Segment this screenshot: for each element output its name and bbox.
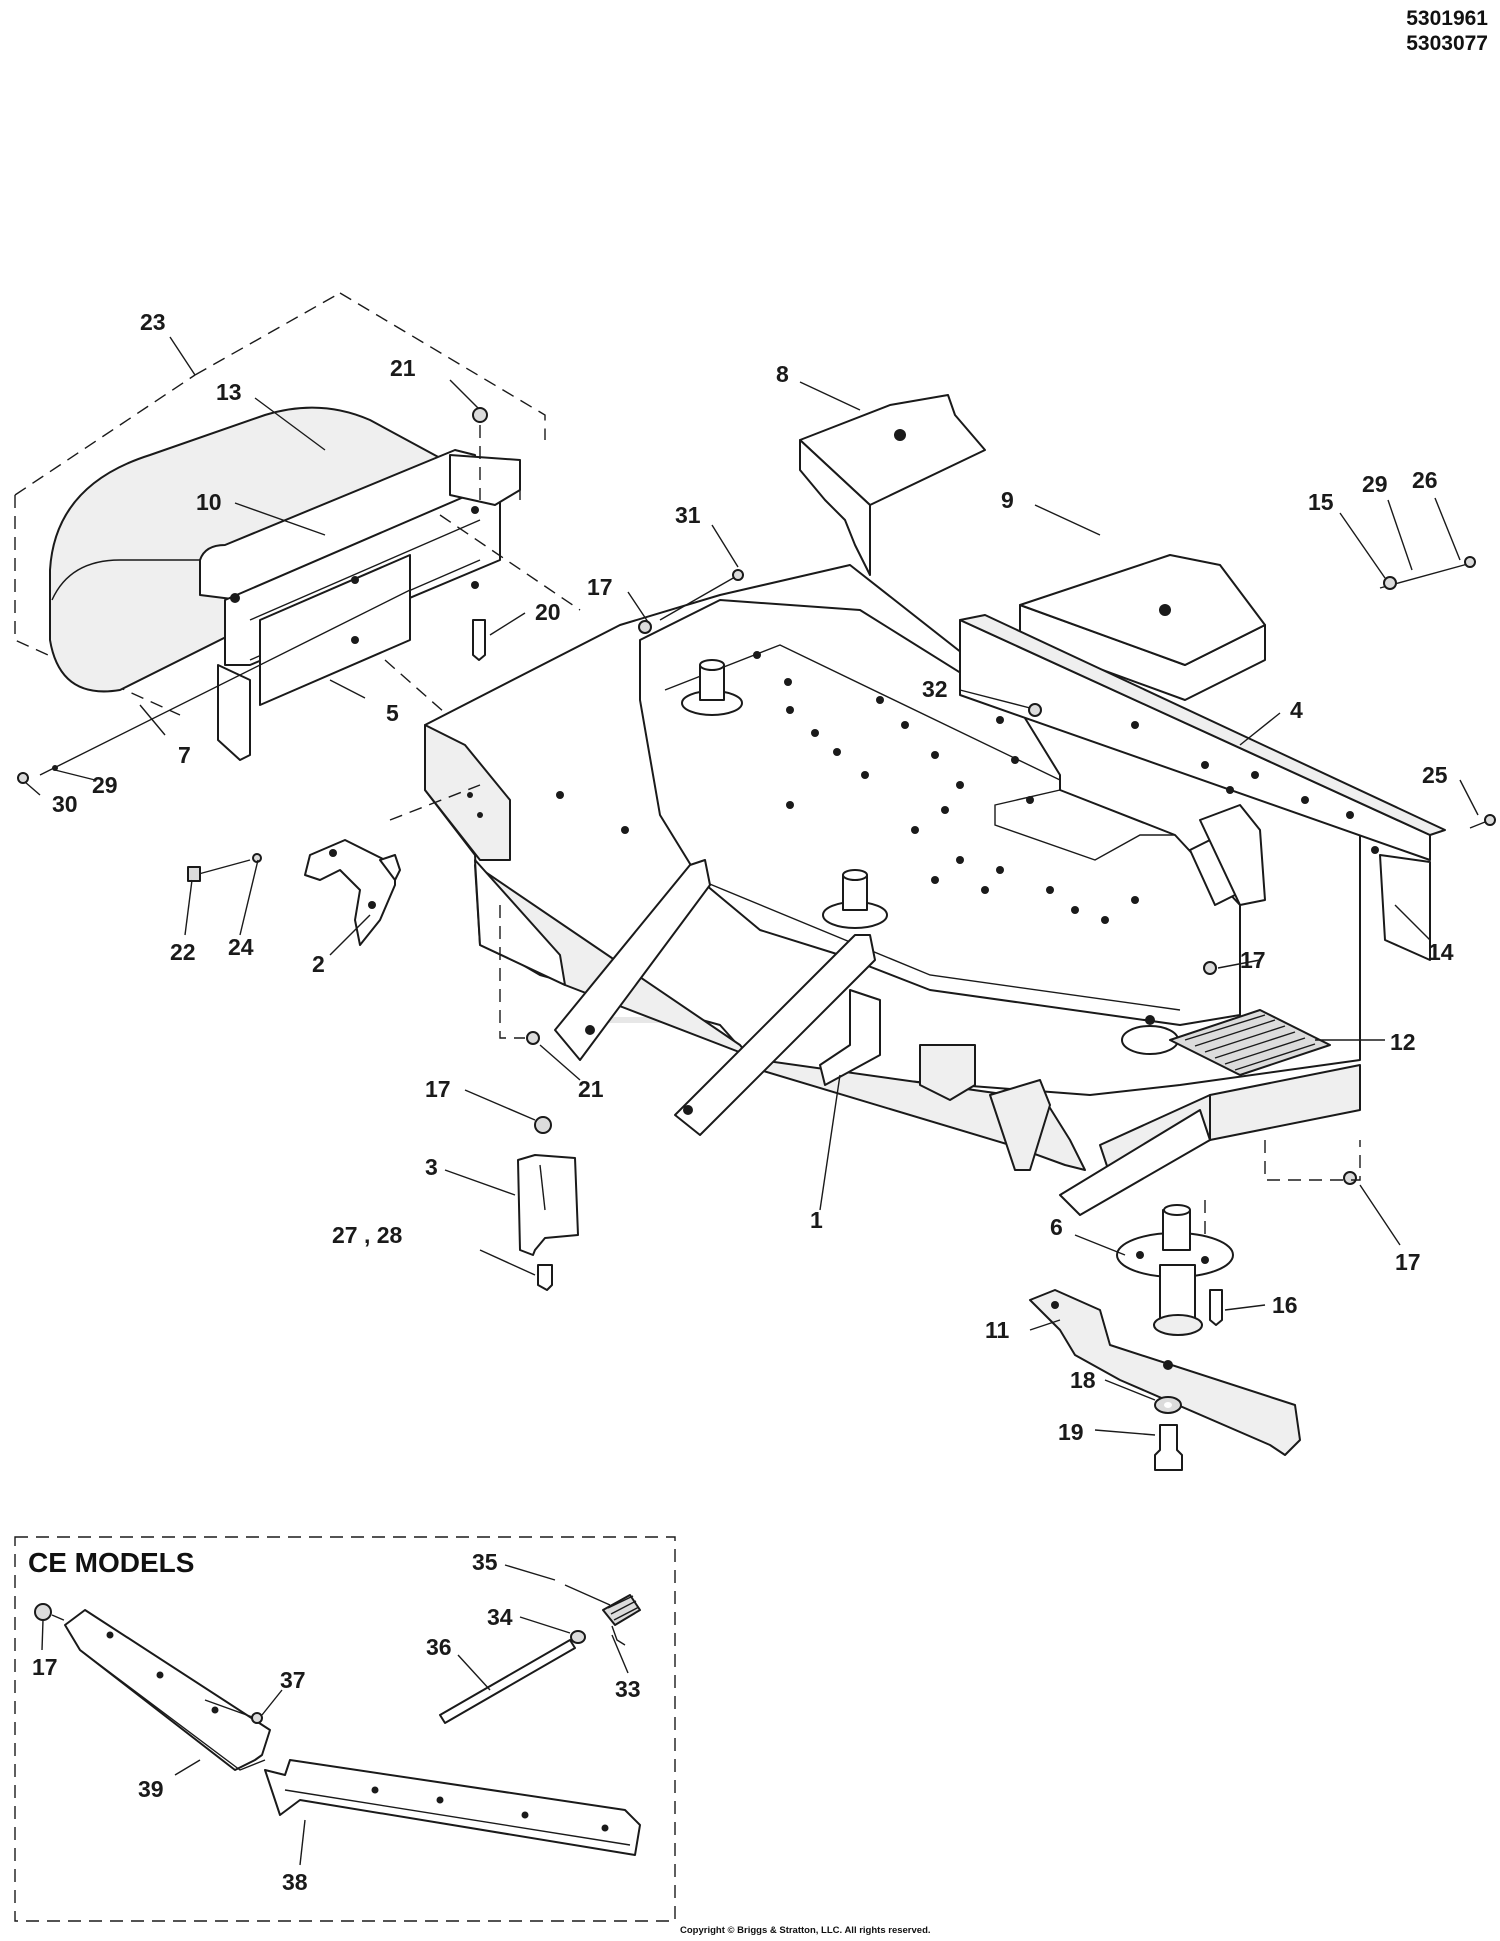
washer-34 — [570, 1630, 586, 1644]
pulley-shield-8 — [799, 394, 986, 576]
callout-27-28: 27 , 28 — [332, 1222, 403, 1248]
callout-34: 34 — [487, 1604, 513, 1630]
callout-17-c: 17 — [425, 1076, 451, 1102]
callout-2: 2 — [312, 951, 325, 977]
callout-22: 22 — [170, 939, 196, 965]
callout-12: 12 — [1390, 1029, 1416, 1055]
callout-13: 13 — [216, 379, 242, 405]
callout-26: 26 — [1412, 467, 1438, 493]
pivot-rod — [439, 1639, 576, 1724]
callout-38: 38 — [282, 1869, 308, 1895]
side-rail — [959, 614, 1446, 961]
blade-11 — [1029, 1289, 1301, 1456]
torsion-spring — [564, 1584, 641, 1646]
callout-14: 14 — [1428, 939, 1454, 965]
doc-number-1: 5301961 — [1406, 7, 1488, 30]
callout-17-d: 17 — [1395, 1249, 1421, 1275]
callout-17-ce: 17 — [32, 1654, 58, 1680]
leader-lines — [24, 336, 1479, 1436]
pulley-shield-9 — [1019, 554, 1266, 701]
deck-bracket-2 — [187, 784, 481, 946]
callout-7: 7 — [178, 742, 191, 768]
callout-18: 18 — [1070, 1367, 1096, 1393]
callout-30: 30 — [52, 791, 78, 817]
callout-3: 3 — [425, 1154, 438, 1180]
callout-37: 37 — [280, 1667, 306, 1693]
callout-20: 20 — [535, 599, 561, 625]
callout-9: 9 — [1001, 487, 1014, 513]
callout-17-b: 17 — [1240, 947, 1266, 973]
callout-33: 33 — [615, 1676, 641, 1702]
callout-11: 11 — [985, 1317, 1010, 1343]
callout-35: 35 — [472, 1549, 498, 1575]
callout-39: 39 — [138, 1776, 164, 1802]
deflector-39 — [64, 1609, 271, 1771]
hardware — [499, 556, 1496, 1265]
callout-29-b: 29 — [92, 772, 118, 798]
blade-washer-18 — [1154, 1396, 1182, 1414]
callout-16: 16 — [1272, 1292, 1298, 1318]
callout-numbers: 23 21 13 10 8 9 31 17 20 15 29 26 32 4 5… — [52, 309, 1454, 1445]
callout-19: 19 — [1058, 1419, 1084, 1445]
ce-models-inset: CE MODELS — [14, 1536, 676, 1922]
callout-5: 5 — [386, 700, 399, 726]
callout-36: 36 — [426, 1634, 452, 1660]
callout-6: 6 — [1050, 1214, 1063, 1240]
callout-17: 17 — [587, 574, 613, 600]
callout-31: 31 — [675, 502, 701, 528]
callout-21-b: 21 — [578, 1076, 604, 1102]
callout-23: 23 — [140, 309, 166, 335]
doc-number-2: 5303077 — [1406, 32, 1488, 55]
deck-holes — [467, 651, 1139, 924]
callout-21: 21 — [390, 355, 416, 381]
callout-25: 25 — [1422, 762, 1448, 788]
callout-1: 1 — [810, 1207, 823, 1233]
spindle-top-center — [822, 869, 888, 929]
callout-29: 29 — [1362, 471, 1388, 497]
callout-24: 24 — [228, 934, 254, 960]
callout-10: 10 — [196, 489, 222, 515]
foot-pad — [1169, 1009, 1331, 1076]
deflector-38 — [264, 1759, 641, 1856]
spindle-top-left — [681, 659, 743, 716]
discharge-chute-group — [14, 292, 581, 784]
mower-deck — [424, 564, 1361, 1216]
copyright-notice: Copyright © Briggs & Stratton, LLC. All … — [680, 1925, 931, 1936]
ce-models-title: CE MODELS — [28, 1547, 194, 1578]
callout-4: 4 — [1290, 697, 1303, 723]
hanger-bracket-3 — [517, 1116, 579, 1291]
callout-15: 15 — [1308, 489, 1334, 515]
callout-8: 8 — [776, 361, 789, 387]
blade-bolt-19 — [1154, 1424, 1183, 1471]
callout-32: 32 — [922, 676, 948, 702]
spindle-assembly — [1116, 1204, 1234, 1336]
